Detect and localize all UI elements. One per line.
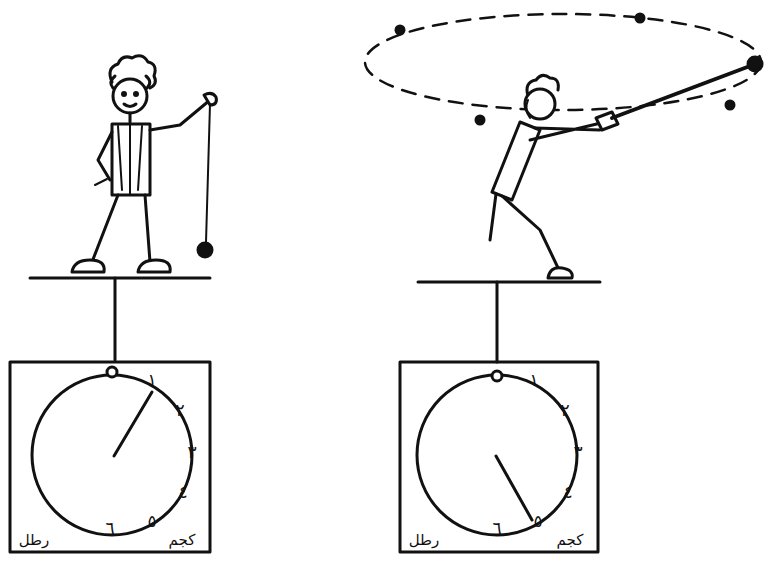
dial-number: ٦ (492, 520, 501, 537)
dial-number: ٣ (187, 444, 196, 461)
dial-scale (400, 362, 598, 552)
standing-person (72, 56, 210, 272)
unit-label: رطل (19, 533, 50, 548)
swinging-ball (596, 57, 762, 130)
swinging-person (490, 75, 605, 278)
dial-number: ٢ (560, 402, 569, 419)
dial-number: ١ (529, 372, 538, 389)
platform (30, 278, 210, 360)
dial-number: ٤ (563, 484, 572, 501)
dial-number: ٥ (147, 513, 156, 530)
dial-number: ٣ (573, 444, 582, 461)
dial-number: ٤ (178, 484, 187, 501)
dial-scale (10, 362, 210, 552)
dial-number: ٥ (533, 513, 542, 530)
unit-label: كجم (557, 533, 584, 548)
platform (418, 282, 600, 362)
circular-path (365, 14, 761, 124)
dial-number: ٦ (105, 520, 114, 537)
pendulum (198, 93, 216, 257)
dial-number: ٢ (175, 402, 184, 419)
unit-label: كجم (169, 533, 196, 548)
unit-label: رطل (409, 533, 440, 548)
dial-number: ١ (147, 372, 156, 389)
